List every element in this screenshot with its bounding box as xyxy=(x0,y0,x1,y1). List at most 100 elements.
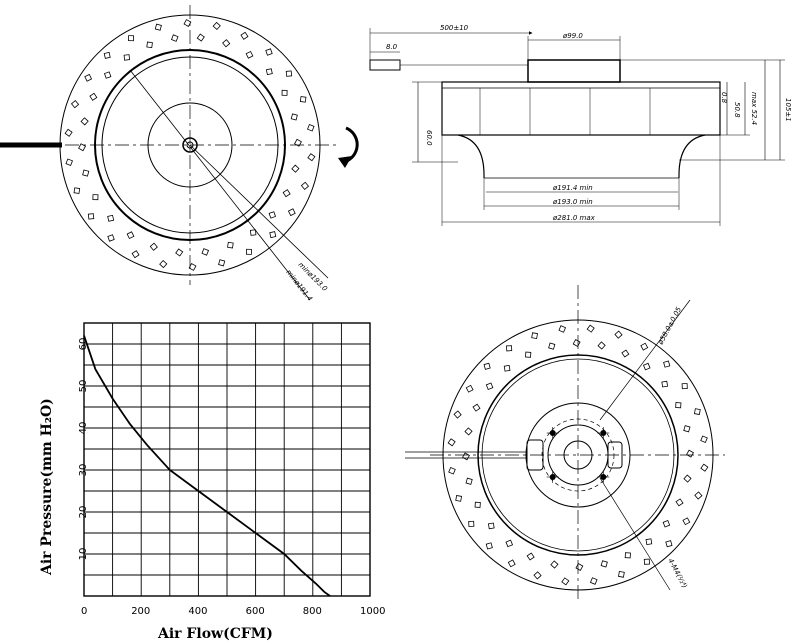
vent-hole xyxy=(281,89,288,96)
y-tick-label: 10 xyxy=(78,548,89,561)
vent-hole xyxy=(307,124,315,132)
vent-hole xyxy=(265,48,273,56)
vent-hole xyxy=(218,259,226,267)
vent-hole xyxy=(131,250,140,259)
vent-hole xyxy=(589,577,598,585)
x-tick-label: 800 xyxy=(303,606,322,617)
x-tick-label: 200 xyxy=(131,606,150,617)
vent-hole xyxy=(675,498,684,507)
vent-hole xyxy=(465,477,473,485)
y-tick-label: 40 xyxy=(78,422,89,435)
vent-hole xyxy=(107,214,115,222)
front-view-vent-holes xyxy=(64,19,316,271)
vent-hole xyxy=(507,559,516,568)
vent-hole xyxy=(550,560,559,569)
x-tick-label: 1000 xyxy=(360,606,385,617)
vent-hole xyxy=(700,463,709,472)
rear-view xyxy=(405,285,725,600)
vent-hole xyxy=(299,96,307,103)
vent-hole xyxy=(468,520,475,527)
vent-hole xyxy=(614,330,623,339)
vent-hole xyxy=(661,380,669,388)
vent-hole xyxy=(159,259,168,269)
vent-hole xyxy=(245,50,254,59)
cable-length-label: 500±10 xyxy=(440,24,469,32)
vent-hole xyxy=(70,100,80,109)
vent-hole xyxy=(80,117,89,126)
front-view xyxy=(0,5,359,301)
vent-hole xyxy=(196,33,205,42)
vent-hole xyxy=(103,51,111,59)
vent-hole xyxy=(103,71,112,79)
vent-hole xyxy=(300,181,310,190)
vent-hole xyxy=(82,169,90,177)
vent-hole xyxy=(558,325,567,333)
vent-hole xyxy=(149,242,158,251)
vent-hole xyxy=(561,577,570,586)
vent-hole xyxy=(462,452,470,461)
vent-hole xyxy=(645,538,653,546)
dia-2810-label: ø281.0 max xyxy=(552,214,596,222)
vent-hole xyxy=(600,560,608,568)
vent-hole xyxy=(483,362,491,370)
y-tick-label: 30 xyxy=(78,464,89,477)
vent-hole xyxy=(287,208,296,217)
vent-hole xyxy=(268,211,277,219)
vent-hole xyxy=(126,231,135,240)
vent-hole xyxy=(73,187,81,194)
y-tick-label: 60 xyxy=(78,338,89,351)
vent-hole xyxy=(92,194,99,201)
pressure-curve xyxy=(83,335,331,597)
vent-hole xyxy=(586,324,595,333)
vent-hole xyxy=(78,143,86,152)
vent-hole xyxy=(485,382,494,391)
hub-dia-label: ø99.0 xyxy=(562,32,583,40)
vent-hole xyxy=(291,164,300,173)
vent-hole xyxy=(64,128,73,137)
dim-08-label: 0.8 xyxy=(720,92,728,104)
vent-hole xyxy=(307,153,316,162)
vent-hole xyxy=(505,539,514,548)
side-view xyxy=(369,28,785,226)
vent-hole xyxy=(107,234,115,242)
vent-hole xyxy=(597,341,606,350)
y-tick-label: 20 xyxy=(78,506,89,519)
vent-hole xyxy=(265,68,273,76)
max-524-label: max 52.4 xyxy=(750,92,758,125)
chart-y-label: Air Pressure(mm H₂O) xyxy=(39,398,55,576)
total-105-label: 105±1 xyxy=(784,98,792,122)
vent-hole xyxy=(663,360,671,368)
vent-hole xyxy=(683,425,691,433)
screw-label: 4-M4(½⁴) xyxy=(666,557,688,590)
vent-hole xyxy=(665,540,673,548)
vent-hole xyxy=(201,248,210,256)
vent-hole xyxy=(503,364,511,372)
vent-hole xyxy=(618,570,625,578)
vent-hole xyxy=(506,345,513,352)
height-60-label: 60.0 xyxy=(425,130,433,146)
vent-hole xyxy=(128,35,135,42)
vent-hole xyxy=(686,449,694,458)
vent-hole xyxy=(170,34,179,42)
vent-hole xyxy=(250,229,257,236)
vent-hole xyxy=(245,248,252,255)
vent-hole xyxy=(474,501,481,508)
vent-hole xyxy=(642,362,651,371)
vent-hole xyxy=(682,517,691,526)
vent-hole xyxy=(526,552,535,561)
vent-hole xyxy=(624,552,631,559)
vent-hole xyxy=(643,558,650,565)
vent-hole xyxy=(448,466,456,475)
vent-hole xyxy=(447,438,456,447)
vent-hole xyxy=(227,241,234,249)
vent-hole xyxy=(681,383,688,390)
vent-hole xyxy=(240,31,249,40)
vent-hole xyxy=(453,410,462,419)
vent-hole xyxy=(572,339,581,347)
x-tick-label: 600 xyxy=(246,606,265,617)
vent-hole xyxy=(154,23,162,31)
vent-hole xyxy=(693,408,701,415)
cable-dia-label: 8.0 xyxy=(386,43,398,51)
vent-hole xyxy=(212,21,221,31)
vent-hole xyxy=(675,402,682,409)
